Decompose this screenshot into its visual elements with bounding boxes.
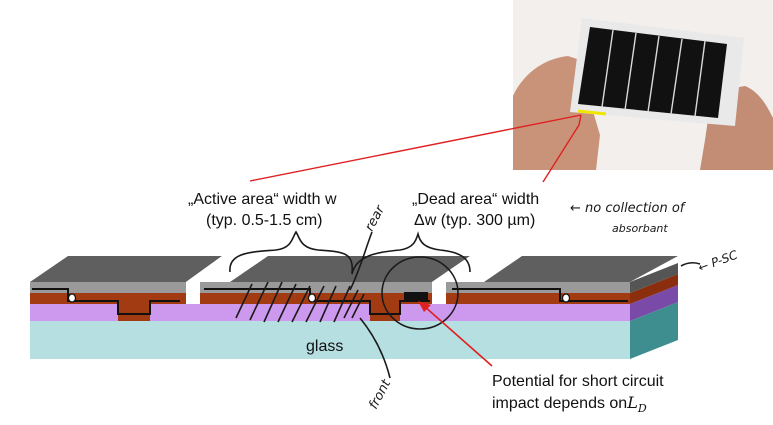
top-face-cell-2 bbox=[230, 256, 470, 282]
current-path bbox=[32, 288, 628, 315]
module-scribe-lines bbox=[601, 29, 706, 117]
dead-area-label-line2: Δw (typ. 300 µm) bbox=[414, 212, 535, 229]
layer-stack-note: ← P-SC bbox=[696, 248, 740, 275]
active-area-brace bbox=[229, 230, 353, 275]
short-circuit-subscript: D bbox=[637, 402, 647, 415]
short-circuit-variable: L bbox=[626, 393, 638, 412]
active-area-hatching bbox=[235, 281, 365, 323]
front-note: front bbox=[366, 376, 394, 411]
top-face-cell-1 bbox=[30, 256, 222, 282]
back-contact-layer bbox=[30, 282, 630, 293]
no-collection-note-line1: ← no collection of bbox=[570, 201, 687, 216]
rear-pointer bbox=[349, 231, 373, 291]
photo-pointer-lines bbox=[249, 114, 582, 183]
dead-area-circle bbox=[381, 256, 459, 330]
tco-layer bbox=[30, 304, 630, 321]
module-cross-section bbox=[30, 256, 678, 359]
front-pointer bbox=[359, 317, 391, 379]
module-active-cells bbox=[578, 27, 727, 118]
rear-note: rear bbox=[362, 202, 389, 234]
no-collection-note-line2: absorbant bbox=[612, 222, 668, 235]
p3-scribes bbox=[186, 256, 484, 304]
glass-layer bbox=[30, 321, 630, 359]
back-contact-side-face bbox=[630, 263, 678, 293]
dead-area-marker bbox=[577, 109, 607, 116]
p1-scribe bbox=[118, 304, 150, 321]
active-area-label-line2: (typ. 0.5-1.5 cm) bbox=[206, 212, 322, 229]
top-face-cell-3 bbox=[484, 256, 678, 282]
active-area-label-line1: „Active area“ width w bbox=[188, 191, 337, 208]
glass-label: glass bbox=[306, 338, 343, 355]
short-circuit-label-line1: Potential for short circuit bbox=[492, 373, 664, 390]
current-direction-markers bbox=[67, 293, 571, 303]
layer-stack-pointer bbox=[680, 261, 701, 267]
short-circuit-text: impact depends on bbox=[492, 395, 627, 412]
module-photo bbox=[513, 0, 773, 170]
absorber-side-face bbox=[630, 274, 678, 304]
short-circuit-label-line2: impact depends onLD bbox=[492, 393, 647, 415]
handwritten-marks bbox=[229, 230, 701, 379]
dead-area-label-line1: „Dead area“ width bbox=[412, 191, 539, 208]
tco-side-face bbox=[630, 285, 678, 321]
shunt-defect bbox=[404, 292, 428, 300]
short-circuit-arrow bbox=[418, 301, 493, 367]
dead-area-brace bbox=[351, 231, 471, 275]
